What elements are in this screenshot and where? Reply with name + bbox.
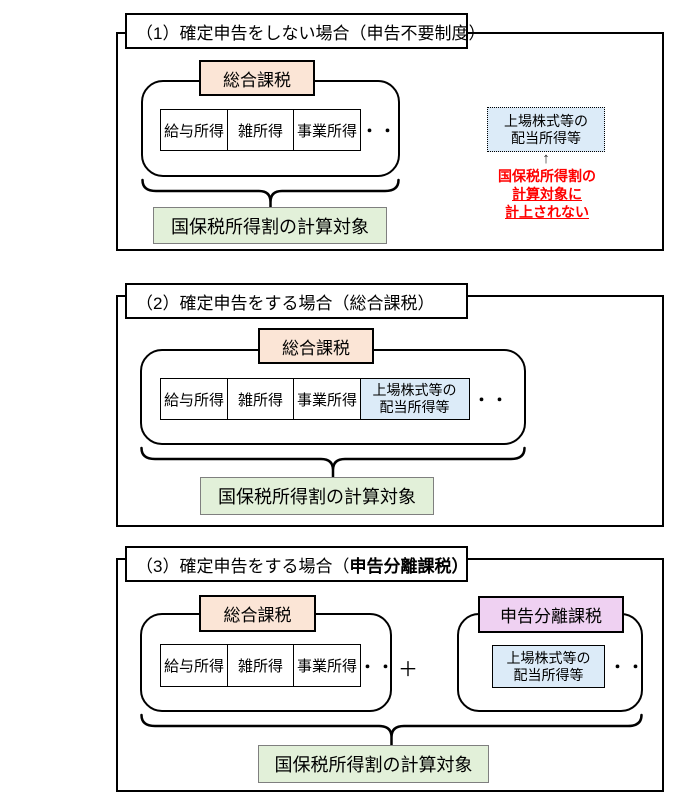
income-cell-business: 事業所得 xyxy=(293,109,361,151)
income-cell-salary: 給与所得 xyxy=(160,644,228,687)
separate-tax-text: 申告分離課税 xyxy=(500,607,602,626)
ellipsis-dots: ・・ xyxy=(610,659,647,676)
case1-brace xyxy=(141,178,400,209)
case1-income-row: 給与所得 雑所得 事業所得 xyxy=(160,109,361,151)
case3-dividend-box: 上場株式等の 配当所得等 xyxy=(492,645,605,688)
ellipsis-dots: ・・ xyxy=(474,392,511,409)
income-cell-dividend: 上場株式等の 配当所得等 xyxy=(359,378,470,420)
result-text: 国保税所得割の計算対象 xyxy=(171,216,369,237)
case1-title-box: （1）確定申告をしない場合（申告不要制度） xyxy=(125,13,485,49)
income-cell-misc: 雑所得 xyxy=(226,644,295,687)
case3-separate-tax-label: 申告分離課税 xyxy=(478,596,624,633)
note-line2: 計算対象に xyxy=(512,186,582,202)
ellipsis-dots: ・・ xyxy=(362,123,399,140)
case3-brace xyxy=(140,713,643,747)
dividend-line1: 上場株式等の xyxy=(506,649,591,666)
case1-aggregate-tax-label: 総合課税 xyxy=(199,60,315,96)
case2-brace xyxy=(140,446,526,479)
income-cell-misc: 雑所得 xyxy=(226,109,295,151)
income-cell-salary: 給与所得 xyxy=(160,378,228,420)
case3-title-prefix: （3）確定申告をする場合（ xyxy=(136,556,350,576)
income-cell-misc: 雑所得 xyxy=(226,378,295,420)
case2-result-box: 国保税所得割の計算対象 xyxy=(200,477,434,515)
dividend-line2: 配当所得等 xyxy=(511,129,581,146)
case3-aggregate-tax-label: 総合課税 xyxy=(199,595,316,632)
case2-income-row: 給与所得 雑所得 事業所得 上場株式等の 配当所得等 xyxy=(160,378,470,420)
case3-result-box: 国保税所得割の計算対象 xyxy=(258,745,489,783)
case1-excluded-note: 国保税所得割の 計算対象に 計上されない xyxy=(483,167,611,221)
case1-dividend-box: 上場株式等の 配当所得等 xyxy=(487,107,605,152)
dividend-line2: 配当所得等 xyxy=(513,666,584,683)
income-cell-business: 事業所得 xyxy=(293,644,361,687)
result-text: 国保税所得割の計算対象 xyxy=(274,755,473,775)
income-cell-salary: 給与所得 xyxy=(160,109,228,151)
case2-title: （2）確定申告をする場合（総合課税） xyxy=(136,293,435,313)
plus-sign: ＋ xyxy=(398,659,418,681)
case1-result-box: 国保税所得割の計算対象 xyxy=(153,207,387,244)
dividend-line2: 配当所得等 xyxy=(379,399,450,415)
income-cell-business: 事業所得 xyxy=(293,378,361,420)
dividend-line1: 上場株式等の xyxy=(372,382,457,398)
ellipsis-dots: ・・ xyxy=(360,659,397,676)
case1-title: （1）確定申告をしない場合（申告不要制度） xyxy=(136,23,486,43)
note-line1: 国保税所得割の xyxy=(498,168,596,184)
case3-title-box: （3）確定申告をする場合（申告分離課税） xyxy=(125,546,468,582)
aggregate-tax-text: 総合課税 xyxy=(282,338,350,358)
up-arrow-icon: ↑ xyxy=(542,150,550,167)
dividend-line1: 上場株式等の xyxy=(504,112,588,129)
case2-title-box: （2）確定申告をする場合（総合課税） xyxy=(125,283,468,319)
case3-title-bold: 申告分離課税） xyxy=(349,556,469,576)
note-line3: 計上されない xyxy=(505,204,589,220)
case2-aggregate-tax-label: 総合課税 xyxy=(258,328,374,364)
aggregate-tax-text: 総合課税 xyxy=(223,606,292,625)
case3-income-row: 給与所得 雑所得 事業所得 xyxy=(160,644,361,687)
result-text: 国保税所得割の計算対象 xyxy=(218,487,416,507)
aggregate-tax-text: 総合課税 xyxy=(223,70,291,90)
